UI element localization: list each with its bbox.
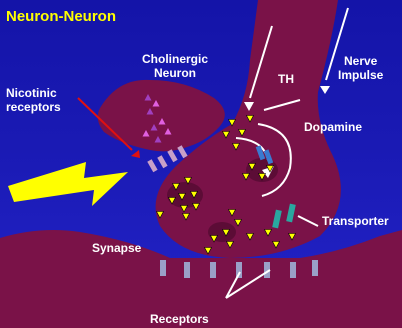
nicotinic-receptors-label: Nicotinic receptors [6, 86, 61, 114]
th-label: TH [278, 72, 294, 86]
cholinergic-terminal [98, 80, 225, 151]
impulse-arrow-icon [320, 86, 330, 94]
nerve-impulse-label: Nerve Impulse [338, 54, 383, 82]
dopamine-label: Dopamine [304, 120, 362, 134]
receptors-label: Receptors [150, 312, 209, 326]
synapse-label: Synapse [92, 241, 141, 255]
transporter-label: Transporter [322, 214, 389, 228]
lightning-bolt-icon [8, 162, 128, 206]
nicotinic-arrow-icon [131, 150, 140, 158]
cholinergic-neuron-label: Cholinergic Neuron [142, 52, 208, 80]
page-title: Neuron-Neuron [6, 8, 116, 25]
